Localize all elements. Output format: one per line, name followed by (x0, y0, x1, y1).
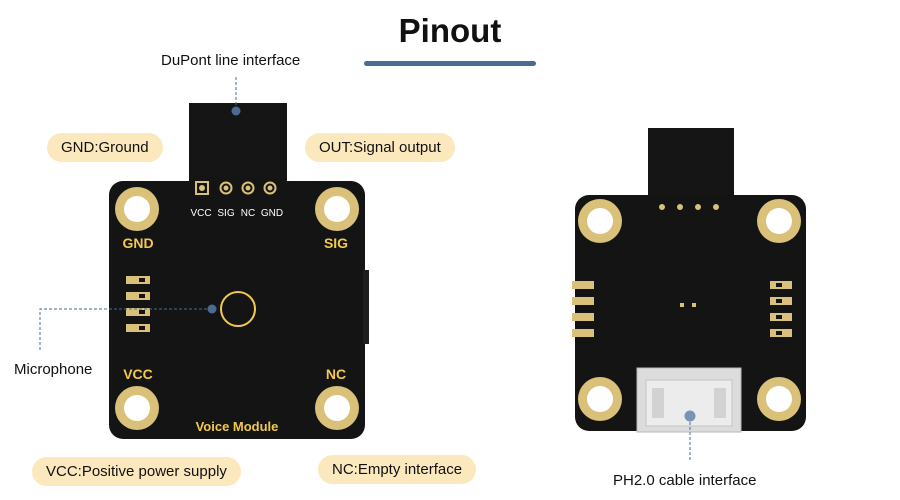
page-title: Pinout (398, 12, 502, 49)
microphone-circle (220, 291, 256, 327)
pin-label-gnd: GND (261, 208, 283, 219)
pill-nc: NC:Empty interface (318, 455, 477, 484)
pill-gnd: GND:Ground (47, 133, 163, 162)
back-side-pads-right (770, 281, 792, 337)
ph20-label: PH2.0 cable interface (613, 472, 757, 489)
back-hole-top-left (578, 199, 622, 243)
pin-pad-gnd (263, 181, 277, 195)
pill-out: OUT:Signal output (305, 133, 455, 162)
microphone-label: Microphone (14, 361, 93, 378)
ph20-marker (684, 410, 696, 422)
back-hole-bottom-right (757, 377, 801, 421)
microphone-marker (207, 304, 217, 314)
side-edge-right (363, 270, 369, 344)
mount-hole-top-left (115, 187, 159, 231)
dupont-marker (231, 106, 241, 116)
back-hole-top-right (757, 199, 801, 243)
ph20-connector (636, 367, 742, 433)
corner-label-nc: NC (326, 366, 346, 382)
pin-label-nc: NC (241, 208, 255, 219)
back-connector (648, 128, 734, 204)
back-hole-bottom-left (578, 377, 622, 421)
corner-label-vcc: VCC (123, 366, 153, 382)
pin-pad-vcc (195, 181, 209, 195)
title-underline (364, 61, 536, 66)
front-board: VCC SIG NC GND GND SIG VCC NC (109, 103, 369, 439)
pin-pad-nc (241, 181, 255, 195)
pin-label-sig: SIG (217, 208, 234, 219)
pin-pad-sig (219, 181, 233, 195)
back-board (572, 128, 806, 433)
pill-vcc: VCC:Positive power supply (32, 457, 241, 486)
dupont-connector (189, 103, 287, 185)
mount-hole-top-right (315, 187, 359, 231)
mount-hole-bottom-right (315, 386, 359, 430)
mount-hole-bottom-left (115, 386, 159, 430)
silk-module-name: Voice Module (196, 419, 279, 434)
pin-label-vcc: VCC (190, 208, 211, 219)
side-pads-left (126, 276, 150, 332)
microphone-leader (39, 308, 212, 352)
back-side-pads-left (572, 281, 594, 337)
back-pcb (575, 195, 806, 431)
corner-label-gnd: GND (122, 235, 153, 251)
corner-label-sig: SIG (324, 235, 348, 251)
dupont-label: DuPont line interface (161, 52, 301, 69)
